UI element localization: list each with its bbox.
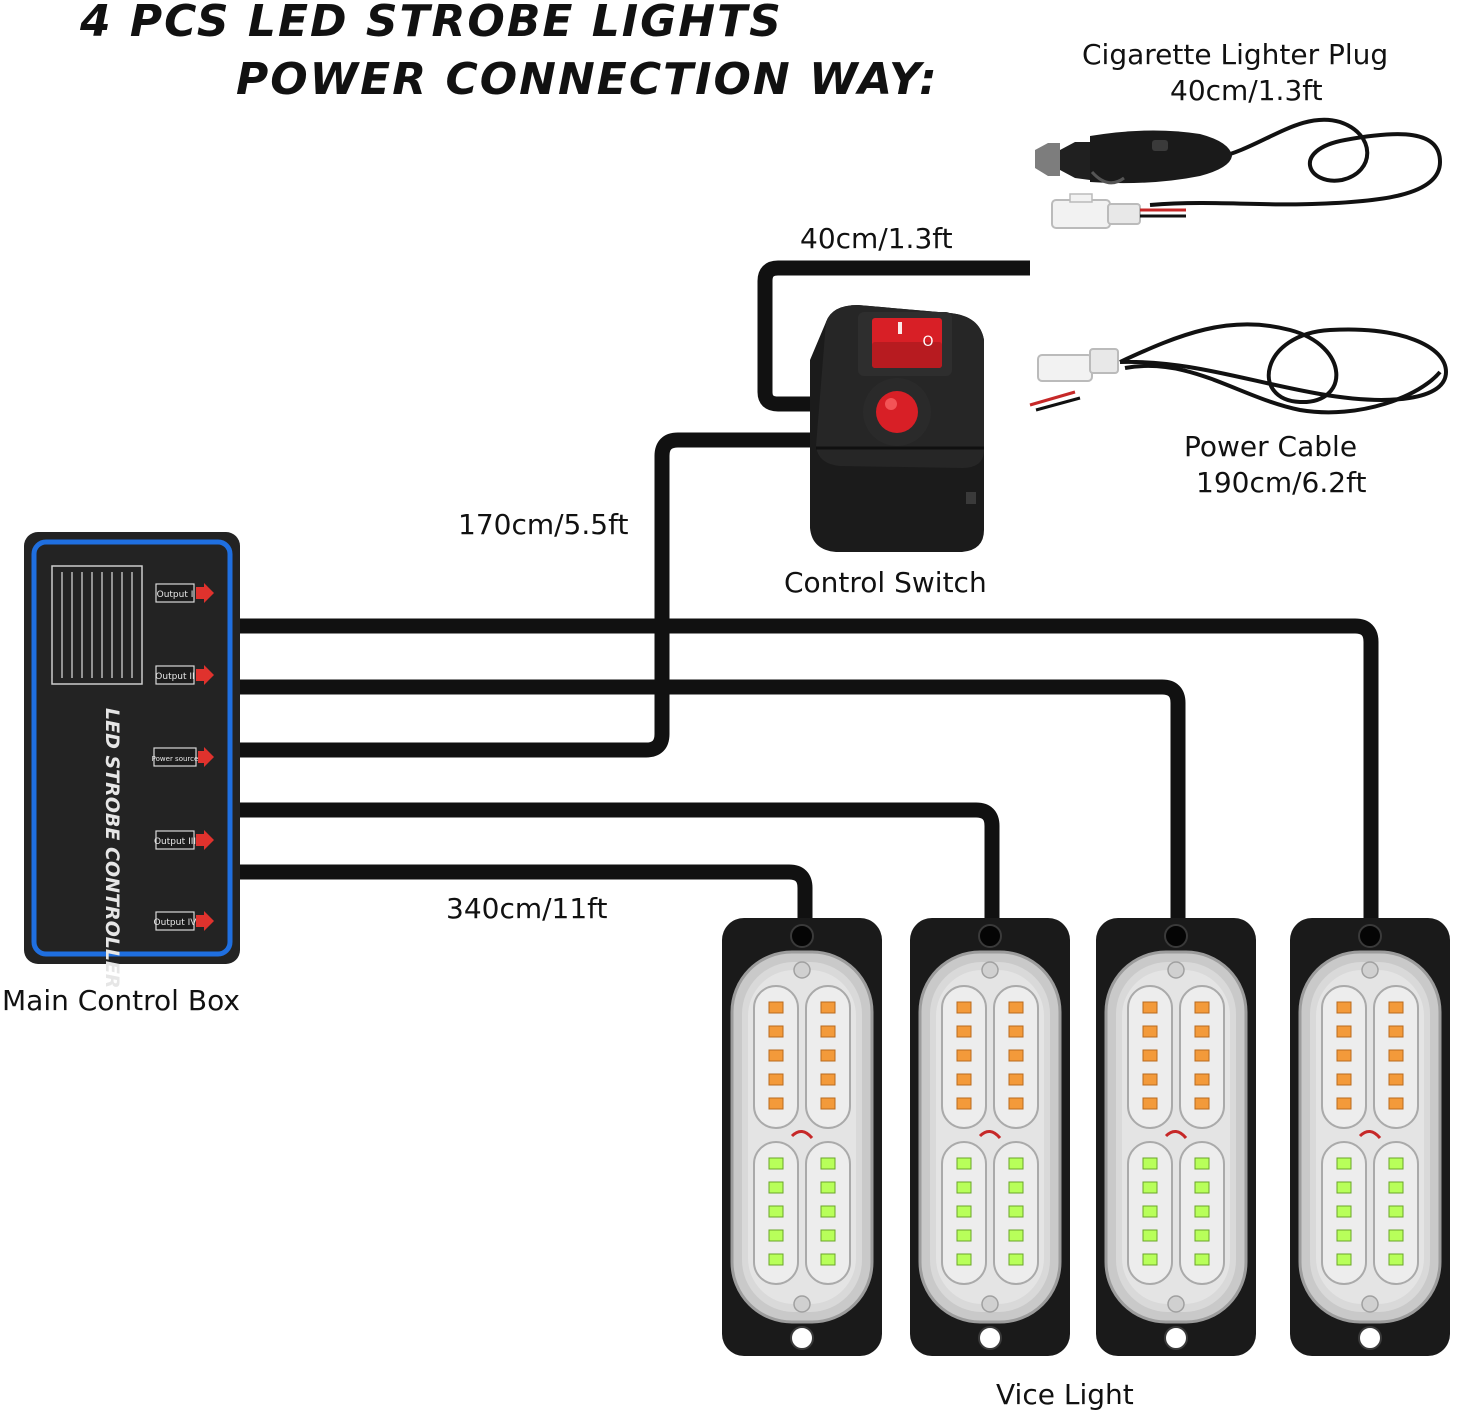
svg-text:Power source: Power source bbox=[152, 755, 199, 763]
strobe-lights bbox=[720, 916, 1452, 1358]
strobe-light-3 bbox=[908, 916, 1072, 1358]
controller-name: LED STROBE CONTROLLER bbox=[101, 708, 123, 989]
control-switch-label: Control Switch bbox=[784, 566, 987, 599]
switch-cable-length: 40cm/1.3ft bbox=[800, 222, 953, 255]
main-control-box-label: Main Control Box bbox=[2, 984, 240, 1017]
strobe-light-2 bbox=[1094, 916, 1258, 1358]
svg-text:Output I: Output I bbox=[157, 590, 194, 600]
rocker-off-mark: O bbox=[922, 334, 933, 350]
title-line-1: 4 PCS LED STROBE LIGHTS bbox=[80, 0, 783, 47]
port-power-source: Power source bbox=[152, 747, 214, 767]
cigarette-lighter-plug bbox=[1035, 117, 1443, 229]
output-3-cable bbox=[238, 802, 1000, 918]
control-switch: O bbox=[810, 305, 984, 552]
power-cable-label: Power Cable bbox=[1184, 430, 1358, 463]
strobe-light-1 bbox=[1288, 916, 1452, 1358]
switch-lead-length: 170cm/5.5ft bbox=[458, 508, 629, 541]
port-output-2: Output II bbox=[155, 665, 214, 685]
port-output-4: Output IV bbox=[154, 911, 214, 931]
cigarette-plug-label: Cigarette Lighter Plug bbox=[1082, 38, 1389, 71]
svg-text:Output II: Output II bbox=[155, 672, 194, 682]
output-1-cable bbox=[238, 618, 1379, 918]
cables bbox=[238, 260, 1379, 918]
svg-text:Output IV: Output IV bbox=[154, 918, 198, 928]
port-output-3: Output III bbox=[154, 830, 214, 850]
main-control-box: LED STROBE CONTROLLER bbox=[24, 532, 240, 989]
switch-lead-cable bbox=[238, 432, 830, 758]
power-cable-length: 190cm/6.2ft bbox=[1196, 466, 1367, 499]
cigarette-plug-length: 40cm/1.3ft bbox=[1170, 74, 1323, 107]
strobe-light-4 bbox=[720, 916, 884, 1358]
title-line-2: POWER CONNECTION WAY: bbox=[236, 54, 939, 105]
power-cable bbox=[1029, 322, 1449, 415]
vice-light-label: Vice Light bbox=[996, 1378, 1134, 1411]
push-button bbox=[876, 391, 918, 433]
controller-ports: Output I Output II Power source Output I… bbox=[152, 583, 214, 931]
output-cable-length: 340cm/11ft bbox=[446, 892, 608, 925]
port-output-1: Output I bbox=[155, 583, 214, 603]
switch-input-cable bbox=[757, 260, 1030, 412]
output-4-cable bbox=[238, 864, 813, 918]
svg-text:Output III: Output III bbox=[154, 837, 196, 847]
output-2-cable bbox=[238, 679, 1186, 918]
